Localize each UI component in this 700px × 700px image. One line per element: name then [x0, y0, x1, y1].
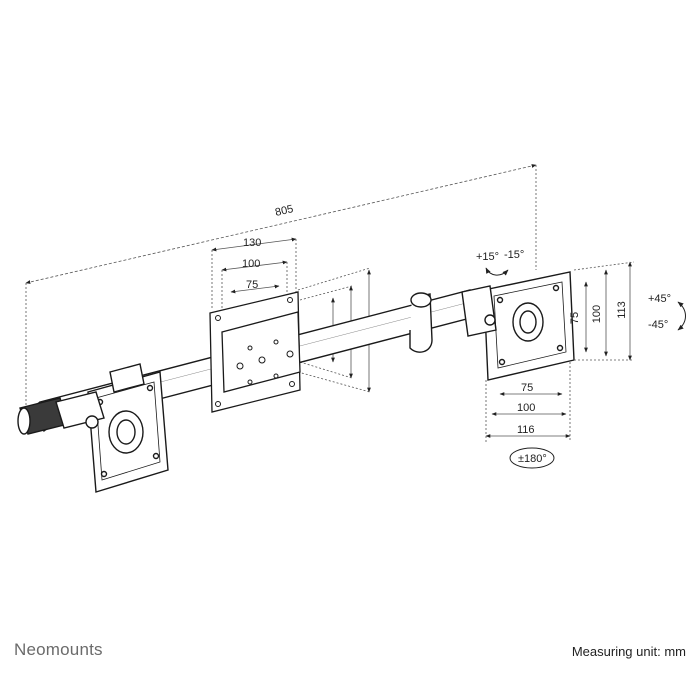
- vesa-vertical-100: 100: [591, 305, 603, 323]
- measuring-unit-label: Measuring unit: mm: [571, 644, 686, 659]
- plate-width-75: 75: [246, 279, 258, 291]
- left-end-cap: [17, 397, 69, 435]
- tilt-down-label: -15°: [504, 249, 524, 261]
- rotation-label: ±180°: [518, 453, 547, 465]
- vesa-vertical-dimensions: [573, 261, 635, 361]
- swivel-arrow-icon: [677, 301, 686, 331]
- right-vesa-head: [461, 271, 575, 381]
- tilt-arrow-icon: [485, 267, 509, 276]
- overall-width-label: 805: [274, 203, 295, 219]
- cable-clip: [409, 292, 433, 353]
- center-plate: [209, 291, 301, 413]
- plate-width-130: 130: [243, 237, 261, 249]
- vesa-vertical-75: 75: [569, 312, 581, 324]
- swivel-negative-label: -45°: [648, 319, 668, 331]
- overall-dimension: [25, 164, 537, 410]
- vesa-vertical-113: 113: [616, 301, 628, 319]
- vesa-horizontal-116: 116: [517, 424, 535, 436]
- plate-width-100: 100: [242, 258, 260, 270]
- rotation-arrow-icon: [509, 447, 555, 469]
- vesa-horizontal-75: 75: [521, 382, 533, 394]
- swivel-positive-label: +45°: [648, 293, 671, 305]
- left-vesa-head: [55, 363, 169, 493]
- tilt-up-label: +15°: [476, 251, 499, 263]
- vesa-horizontal-dimensions: [485, 362, 571, 442]
- vesa-horizontal-100: 100: [517, 402, 535, 414]
- plate-width-dimensions: [211, 237, 297, 312]
- brand-logo: Neomounts: [14, 640, 103, 659]
